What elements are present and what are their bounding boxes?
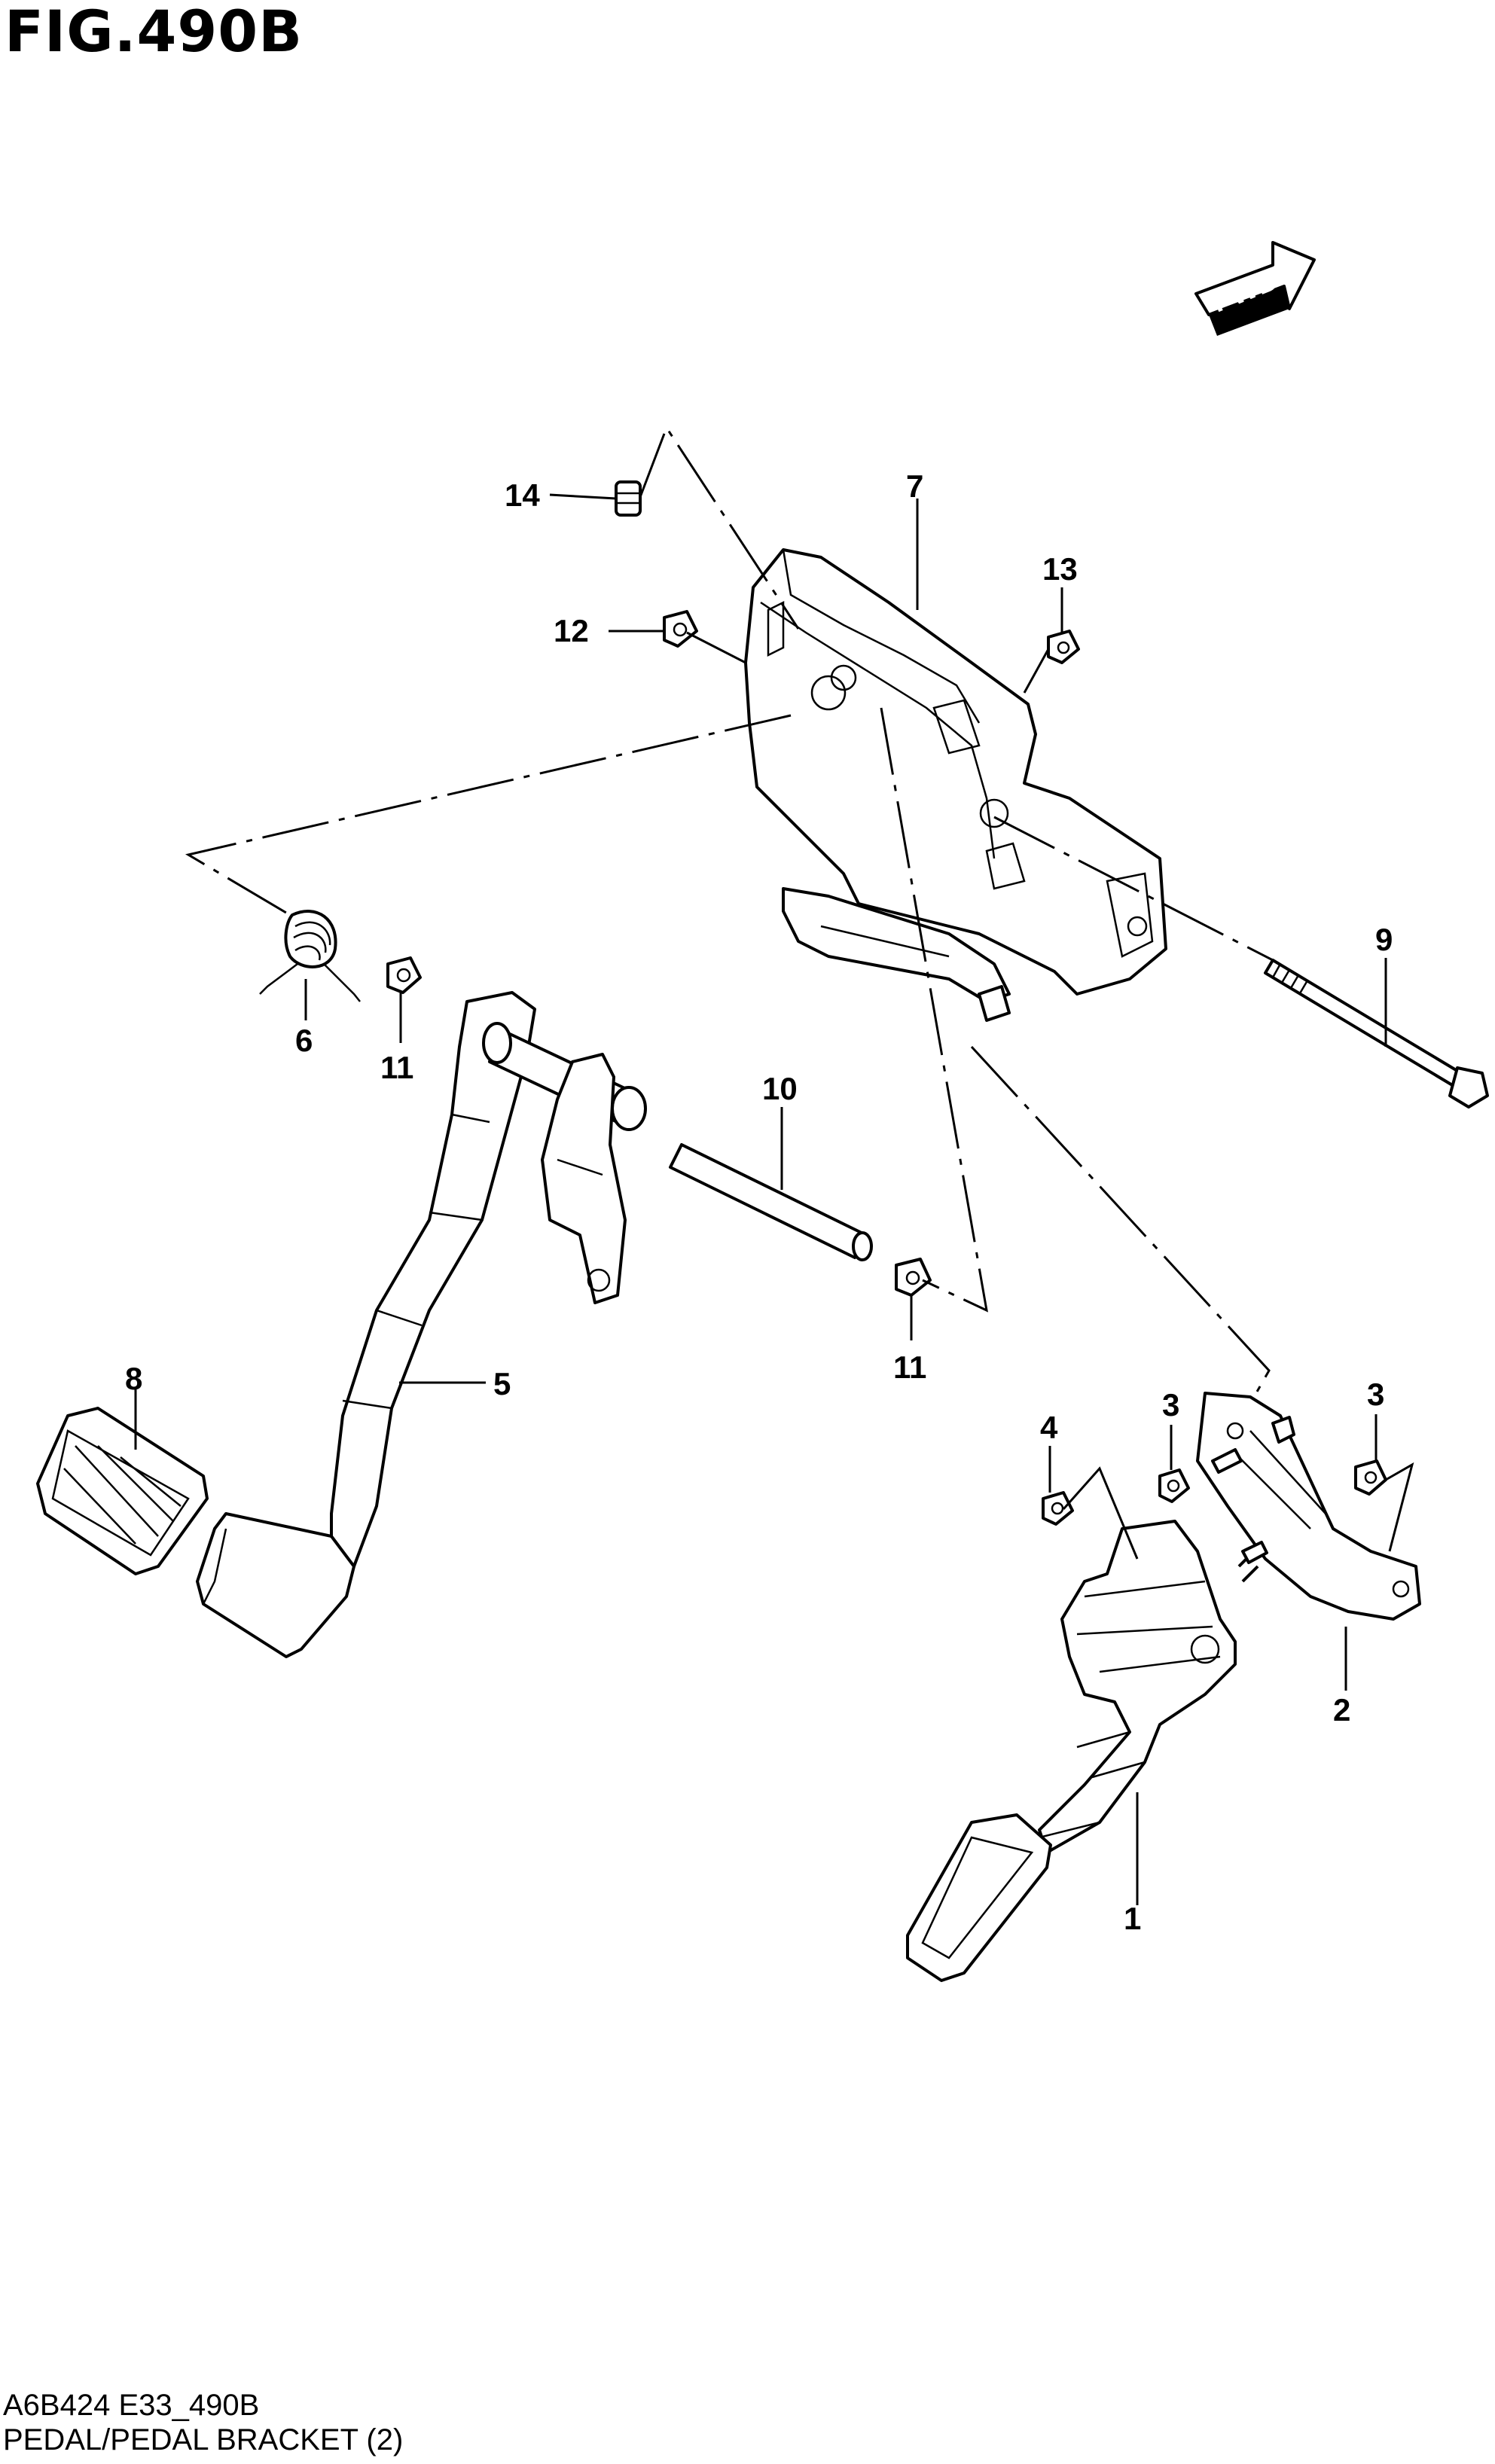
callout-11-right: 11 — [893, 1349, 926, 1385]
callout-11-left: 11 — [380, 1050, 413, 1085]
callout-1: 1 — [1124, 1901, 1141, 1936]
accelerator-bracket-2-part — [1196, 1392, 1421, 1621]
callout-7: 7 — [906, 468, 923, 504]
callout-12: 12 — [554, 613, 589, 648]
assembly-lines — [185, 425, 1414, 1560]
drawing-code: A6B424 E33_490B — [3, 2389, 260, 2422]
accelerator-pedal-1-part — [906, 1520, 1237, 1982]
fwd-arrow-icon: FWD — [1194, 241, 1316, 336]
bolt-9-part — [1264, 959, 1489, 1108]
callout-10: 10 — [762, 1071, 798, 1106]
nut-13-part — [1047, 630, 1080, 664]
nut-12-part — [663, 610, 698, 648]
callout-4: 4 — [1040, 1410, 1058, 1445]
drawing-caption: PEDAL/PEDAL BRACKET (2) — [3, 2423, 404, 2456]
stud-lower-part — [1241, 1541, 1268, 1564]
callout-9: 9 — [1375, 922, 1393, 957]
nut-3-left-part — [1158, 1468, 1190, 1503]
callout-3-left: 3 — [1162, 1387, 1179, 1423]
callout-8: 8 — [125, 1361, 142, 1396]
brake-pedal-arm-5-part — [330, 991, 647, 1575]
pin-10-part — [669, 1143, 873, 1261]
callout-3-right: 3 — [1367, 1377, 1384, 1412]
pedal-bracket-part — [744, 548, 1167, 1022]
bolt-14-part — [615, 480, 642, 517]
pedal-pad-8-part — [36, 1407, 209, 1575]
nut-11-right-part — [895, 1258, 932, 1297]
brake-pedal-pad-part — [196, 1512, 355, 1658]
callout-13: 13 — [1042, 551, 1078, 587]
callouts: 1 2 3 3 4 5 6 7 8 9 10 11 11 12 13 14 — [125, 468, 1393, 1936]
nut-4-part — [1042, 1491, 1074, 1526]
return-spring-6-part — [259, 910, 361, 1002]
nut-3-right-part — [1354, 1459, 1387, 1496]
callout-6: 6 — [295, 1023, 313, 1058]
nut-11-left-part — [386, 956, 422, 994]
callout-5: 5 — [493, 1366, 511, 1401]
callout-2: 2 — [1333, 1692, 1350, 1728]
stud-upper-part — [1211, 1448, 1243, 1474]
callout-14: 14 — [505, 477, 540, 513]
leader-lines — [134, 493, 1387, 1905]
figure-title: FIG.490B — [5, 0, 304, 65]
